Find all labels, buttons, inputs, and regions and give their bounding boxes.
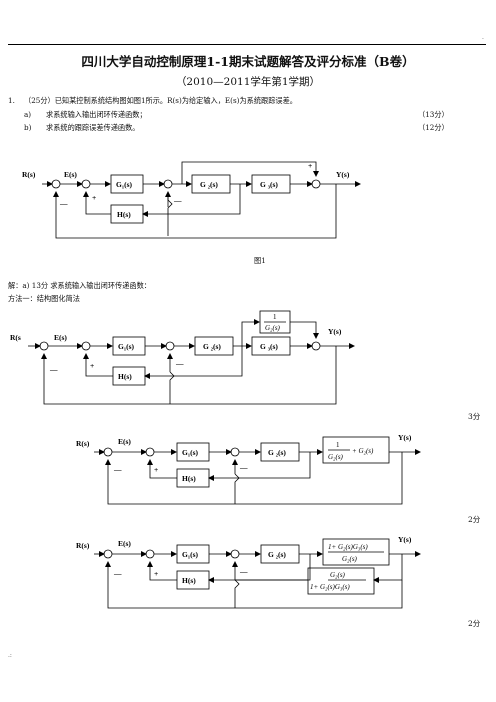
d3-frac-den: G₂(s) [328, 453, 344, 461]
d4-label-e: E(s) [118, 539, 131, 548]
part-a-score: （13分） [418, 110, 449, 119]
score-2: 2分 [468, 515, 481, 524]
d2-label-e: E(s) [54, 333, 67, 342]
d4-label-r: R(s) [76, 541, 90, 550]
d1-block-g2: G ₂(s) [200, 180, 218, 189]
d1-sign-minus-2: — [173, 196, 182, 205]
diagram-method-1c [94, 538, 421, 609]
d1-label-r: R(s) [22, 170, 36, 179]
top-right-mark: . [482, 34, 484, 41]
d3-sign-minus-1: — [113, 465, 122, 474]
diagram-figure-1 [42, 161, 361, 239]
part-b-text: 求系统的跟踪误差传递函数。 [46, 123, 140, 132]
d3-label-e: E(s) [118, 437, 131, 446]
diagram-method-1a [28, 310, 355, 405]
d1-block-g1: G₁(s) [116, 180, 132, 189]
solution-line-1: 解：a) 13分 求系统输入输出闭环传递函数： [8, 281, 151, 290]
d4-sign-plus-1: + [154, 569, 158, 578]
d1-block-g3: G ₃(s) [260, 180, 278, 189]
d4-fb-num: G₂(s) [330, 571, 346, 579]
d4-block-h: H(s) [182, 576, 196, 585]
d4-fwd-den: G₂(s) [342, 555, 358, 563]
footer-mark: .: [8, 652, 12, 659]
d4-sign-minus-2: — [239, 567, 248, 576]
d3-block-g2: G ₂(s) [268, 448, 286, 457]
d4-fb-den: 1+ G₂(s)G₃(s) [310, 583, 350, 591]
d2-block-g1: G₁(s) [118, 342, 134, 351]
d4-block-g2: G ₂(s) [268, 550, 286, 559]
d2-label-r: R(s [10, 333, 21, 342]
part-a-text: 求系统输入输出闭环传递函数； [46, 110, 147, 119]
page-title: 四川大学自动控制原理1-1期末试题解答及评分标准（B卷） [81, 54, 415, 69]
question-text: （25分）已知某控制系统结构图如图1所示。R(s)为给定输入，E(s)为系统跟踪… [24, 96, 297, 105]
page-subtitle: （2010—2011学年第1学期） [175, 76, 321, 88]
solution-line-2: 方法一：结构图化简法 [8, 294, 80, 303]
d2-block-g3: G ₃(s) [260, 342, 278, 351]
d3-label-y: Y(s) [398, 433, 412, 442]
diagram-method-1b [94, 436, 421, 505]
d4-label-y: Y(s) [398, 535, 412, 544]
figure-caption: 图1 [254, 256, 266, 265]
d1-sign-minus-1: — [59, 199, 68, 208]
d3-frac-num: 1 [336, 441, 340, 449]
d2-frac-num: 1 [273, 313, 277, 321]
d4-block-g1: G₁(s) [182, 550, 198, 559]
d2-block-h: H(s) [118, 372, 132, 381]
d2-label-y: Y(s) [328, 327, 342, 336]
part-b-score: （12分） [418, 123, 449, 132]
d1-block-h: H(s) [117, 210, 131, 219]
d2-sign-minus-2: — [175, 359, 184, 368]
d1-sign-plus-2: + [308, 161, 312, 170]
d3-frac-sum: + G₂(s) [352, 447, 374, 455]
d3-label-r: R(s) [76, 439, 90, 448]
d3-block-g1: G₁(s) [182, 448, 198, 457]
d1-sign-plus-1: + [92, 193, 96, 202]
score-3: 2分 [468, 619, 481, 628]
d3-sign-minus-2: — [239, 463, 248, 472]
d1-label-e: E(s) [64, 170, 77, 179]
d4-fwd-num: 1+ G₂(s)G₃(s) [328, 543, 368, 551]
part-b-label: b) [24, 123, 32, 132]
d2-frac-den: G₂(s) [265, 324, 281, 332]
question-number: 1. [8, 96, 15, 105]
d1-label-y: Y(s) [336, 170, 350, 179]
part-a-label: a) [24, 110, 32, 119]
d2-block-g2: G ₂(s) [203, 342, 221, 351]
d3-block-h: H(s) [182, 474, 196, 483]
d2-sign-minus-1: — [49, 365, 58, 374]
d4-sign-minus-1: — [113, 569, 122, 578]
d3-sign-plus-1: + [154, 465, 158, 474]
score-1: 3分 [468, 412, 481, 421]
d2-sign-plus-1: + [90, 361, 94, 370]
header-rule [8, 44, 486, 45]
